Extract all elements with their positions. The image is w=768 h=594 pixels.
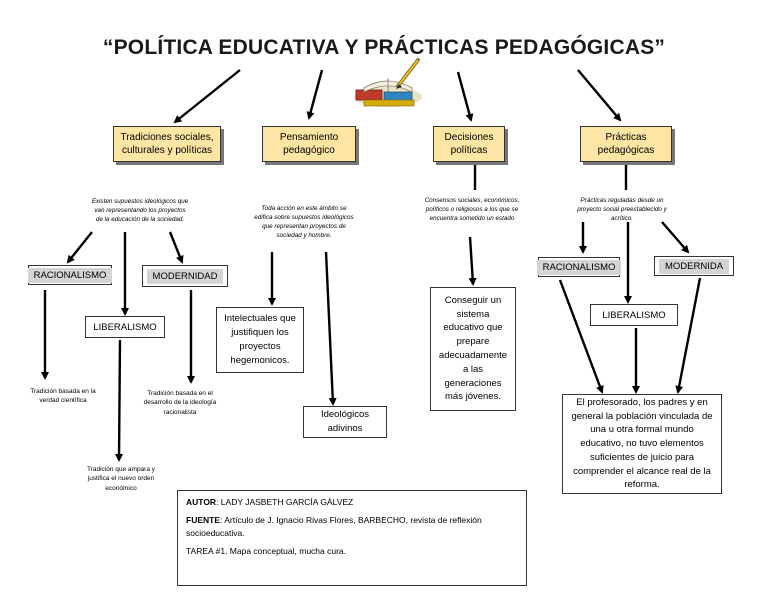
source-text: : Artículo de J. Ignacio Rivas Flores, B… [186,515,482,538]
concept-racionalismo: RACIONALISMO [536,257,622,277]
concept-label: MODERNIDAD [146,268,224,284]
branch-header-practicas: Prácticas pedagógicas [580,126,672,162]
concept-modernida: MODERNIDA [654,256,734,276]
concept-note: Tradición que ampara y justifica el nuev… [86,466,156,492]
branch-header-pensamiento: Pensamiento pedagógico [262,126,356,162]
concept-label: LIBERALISMO [93,321,157,333]
source-line: FUENTE: Artículo de J. Ignacio Rivas Flo… [186,514,518,539]
concept-note: Tradición basada en el desarrollo de la … [143,390,217,416]
result-reforma: El profesorado, los padres y en general … [562,394,722,494]
concept-modernidad: MODERNIDAD [142,265,228,287]
branch-description: Existen supuestos ideológicos que van re… [91,198,189,224]
branch-header-decisiones: Decisiones políticas [433,126,505,162]
concept-label: RACIONALISMO [536,259,622,275]
result-sistema-educativo: Conseguir un sistema educativo que prepa… [430,287,516,411]
credits-box: AUTOR: LADY JASBETH GARCÍA GÁLVEZ FUENTE… [177,490,527,586]
concept-liberalismo: LIBERALISMO [85,316,165,338]
author-line: AUTOR: LADY JASBETH GARCÍA GÁLVEZ [186,496,518,508]
concept-label: LIBERALISMO [602,309,666,321]
concept-racionalismo: RACIONALISMO [27,265,113,285]
branch-description: Consensos sociales, económicos, político… [424,197,520,223]
branch-description: Prácticas reguladas desde un proyecto so… [577,197,667,223]
author-name: : LADY JASBETH GARCÍA GÁLVEZ [216,497,354,507]
concept-label: MODERNIDA [658,258,730,274]
concept-liberalismo: LIBERALISMO [590,304,678,326]
result-intelectuales: Intelectuales que justifiquen los proyec… [216,307,304,373]
branch-header-tradiciones: Tradiciones sociales, culturales y polít… [113,126,221,162]
page-title: “POLÍTICA EDUCATIVA Y PRÁCTICAS PEDAGÓGI… [102,36,666,59]
concept-label: RACIONALISMO [27,267,113,283]
concept-note: Tradición basada en la verdad científica [30,388,96,405]
books-pencil-icon [354,58,422,107]
task-line: TAREA #1. Mapa conceptual, mucha cura. [186,545,347,556]
author-label: AUTOR [186,497,217,507]
source-label: FUENTE [186,515,220,526]
result-ideologicos: Ideológicos adivinos [303,406,387,438]
branch-description: Toda acción en este ámbito se edifica so… [254,205,354,240]
